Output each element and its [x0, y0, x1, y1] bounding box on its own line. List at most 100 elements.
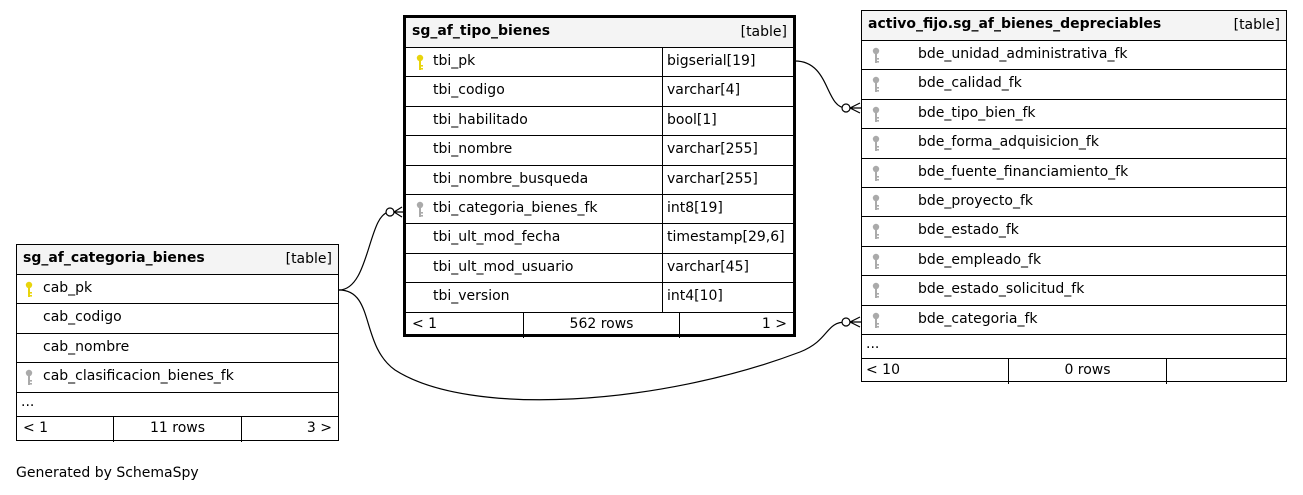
column-name: bde_estado_fk	[918, 222, 1019, 239]
relation-optional-marker	[385, 207, 395, 217]
foreign-key-icon	[25, 369, 33, 387]
column-type: varchar[45]	[662, 253, 793, 283]
foreign-key-icon	[416, 201, 424, 219]
column-name: bde_estado_solicitud_fk	[918, 281, 1085, 298]
column-row[interactable]: tbi_ult_mod_usuario varchar[45]	[406, 253, 793, 284]
column-row[interactable]: tbi_categoria_bienes_fk int8[19]	[406, 194, 793, 225]
footer-prev[interactable]: < 1	[406, 312, 524, 338]
footer-row-count: 562 rows	[524, 312, 680, 338]
footer-prev[interactable]: < 10	[862, 358, 1009, 384]
column-name: bde_unidad_administrativa_fk	[918, 46, 1128, 62]
footer-next[interactable]	[1167, 359, 1286, 384]
column-name: bde_calidad_fk	[918, 75, 1022, 92]
foreign-key-icon	[872, 106, 880, 124]
primary-key-icon	[25, 281, 33, 299]
relation-crowfoot	[849, 316, 862, 328]
footer-next[interactable]: 1 >	[761, 315, 787, 332]
column-name: tbi_ult_mod_fecha	[433, 229, 561, 246]
column-row[interactable]: cab_pk	[17, 275, 338, 305]
column-list: bde_unidad_administrativa_fk bde_calidad_…	[862, 41, 1286, 335]
column-type: timestamp[29,6]	[662, 224, 793, 253]
column-name: bde_proyecto_fk	[918, 192, 1033, 209]
table-name: sg_af_categoria_bienes	[23, 250, 205, 266]
column-row[interactable]: bde_proyecto_fk	[862, 188, 1286, 218]
column-name: tbi_ult_mod_usuario	[433, 258, 574, 275]
column-row[interactable]: tbi_nombre_busqueda varchar[255]	[406, 165, 793, 195]
column-row[interactable]: tbi_pk bigserial[19]	[406, 48, 793, 78]
column-name: tbi_habilitado	[433, 111, 528, 128]
foreign-key-icon	[872, 223, 880, 241]
column-type: varchar[4]	[662, 77, 793, 106]
footer-prev[interactable]: < 1	[17, 416, 114, 442]
table-name: activo_fijo.sg_af_bienes_depreciables	[868, 16, 1162, 32]
relation-line-tipo-to-bienes	[794, 60, 847, 109]
column-type: bigserial[19]	[662, 48, 793, 77]
column-type: varchar[255]	[662, 136, 793, 165]
foreign-key-icon	[872, 282, 880, 300]
more-columns-ellipsis: ...	[17, 393, 338, 417]
column-row[interactable]: bde_estado_solicitud_fk	[862, 276, 1286, 306]
column-row[interactable]: bde_tipo_bien_fk	[862, 100, 1286, 130]
foreign-key-icon	[872, 165, 880, 183]
column-name: tbi_codigo	[433, 82, 505, 99]
table-type-label: [table]	[1233, 17, 1280, 33]
table-header: activo_fijo.sg_af_bienes_depreciables [t…	[862, 11, 1286, 41]
column-row[interactable]: tbi_habilitado bool[1]	[406, 106, 793, 137]
table-footer: < 1 11 rows 3 >	[17, 416, 338, 442]
table-bienes-depreciables[interactable]: activo_fijo.sg_af_bienes_depreciables [t…	[861, 10, 1287, 384]
column-row[interactable]: tbi_version int4[10]	[406, 283, 793, 313]
foreign-key-icon	[872, 312, 880, 330]
column-name: bde_fuente_financiamiento_fk	[918, 163, 1129, 180]
column-row[interactable]: tbi_ult_mod_fecha timestamp[29,6]	[406, 224, 793, 254]
column-row[interactable]: bde_forma_adquisicion_fk	[862, 129, 1286, 159]
column-row[interactable]: bde_calidad_fk	[862, 70, 1286, 100]
table-tipo-bienes[interactable]: sg_af_tipo_bienes [table] tbi_pk bigseria…	[403, 15, 796, 338]
relation-crowfoot	[393, 206, 404, 218]
column-row[interactable]: cab_nombre	[17, 334, 338, 364]
column-row[interactable]: bde_empleado_fk	[862, 247, 1286, 277]
foreign-key-icon	[872, 194, 880, 212]
table-footer: < 10 0 rows	[862, 358, 1286, 384]
column-name: tbi_nombre_busqueda	[433, 170, 589, 187]
relation-optional-marker	[841, 317, 851, 327]
relation-line-categoria-to-tipo	[338, 211, 391, 291]
footer-next[interactable]: 3 >	[306, 419, 332, 436]
column-name: bde_empleado_fk	[918, 251, 1042, 268]
column-type: bool[1]	[662, 106, 793, 136]
column-row[interactable]: bde_estado_fk	[862, 217, 1286, 247]
column-name: tbi_pk	[433, 53, 476, 69]
table-type-label: [table]	[285, 251, 332, 267]
column-row[interactable]: tbi_codigo varchar[4]	[406, 77, 793, 107]
relation-line-categoria-to-bienes	[338, 289, 847, 401]
column-name: tbi_nombre	[433, 141, 513, 158]
relation-optional-marker	[841, 103, 851, 113]
column-name: bde_tipo_bien_fk	[918, 104, 1036, 121]
column-row[interactable]: cab_codigo	[17, 304, 338, 334]
foreign-key-icon	[872, 253, 880, 271]
column-row[interactable]: bde_categoria_fk	[862, 306, 1286, 335]
column-name: cab_clasificacion_bienes_fk	[43, 368, 234, 385]
column-type: int4[10]	[662, 283, 793, 312]
table-header: sg_af_categoria_bienes [table]	[17, 245, 338, 275]
more-columns-ellipsis: ...	[862, 335, 1286, 359]
column-name: bde_categoria_fk	[918, 310, 1038, 327]
column-type: int8[19]	[662, 194, 793, 224]
generated-by-credit: Generated by SchemaSpy	[16, 465, 199, 481]
column-row[interactable]: bde_fuente_financiamiento_fk	[862, 159, 1286, 188]
footer-row-count: 0 rows	[1009, 358, 1167, 384]
column-name: bde_forma_adquisicion_fk	[918, 134, 1099, 151]
column-name: tbi_categoria_bienes_fk	[433, 199, 598, 216]
table-name: sg_af_tipo_bienes	[412, 23, 551, 39]
column-row[interactable]: tbi_nombre varchar[255]	[406, 136, 793, 166]
column-row[interactable]: cab_clasificacion_bienes_fk	[17, 363, 338, 393]
column-row[interactable]: bde_unidad_administrativa_fk	[862, 41, 1286, 71]
column-type: varchar[255]	[662, 165, 793, 194]
column-name: tbi_version	[433, 288, 510, 305]
table-type-label: [table]	[740, 24, 787, 40]
column-name: cab_pk	[43, 280, 93, 296]
foreign-key-icon	[872, 47, 880, 65]
